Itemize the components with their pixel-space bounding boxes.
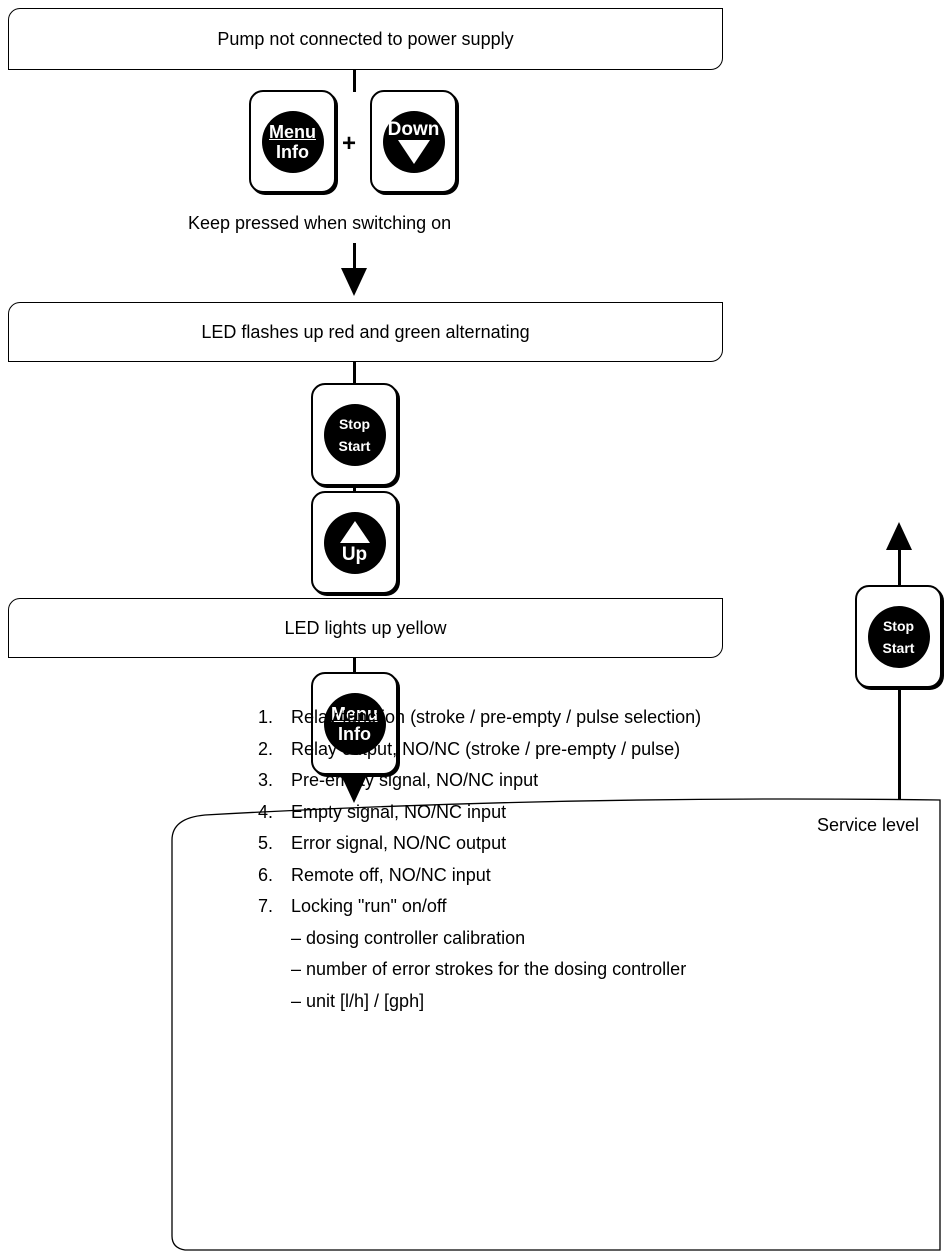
menu-item-number: 3.: [258, 770, 274, 790]
menu-info-key[interactable]: Menu Info: [249, 90, 336, 193]
menu-info-disc: Menu Info: [323, 692, 386, 755]
menu-item-text: Remote off, NO/NC input: [291, 864, 491, 885]
arrow-up-icon: [886, 522, 912, 550]
stop-start-key[interactable]: Stop Start: [311, 383, 398, 486]
submenu-list-item: – unit [l/h] / [gph]: [291, 990, 425, 1011]
key-label-menu: Menu: [269, 121, 316, 142]
service-submenu-list: – dosing controller calibration – number …: [291, 923, 686, 1018]
down-disc: Down: [382, 110, 445, 173]
state-box-label: Pump not connected to power supply: [217, 28, 514, 49]
key-label-info: Info: [276, 141, 309, 162]
down-key[interactable]: Down: [370, 90, 457, 193]
menu-info-disc: Menu Info: [261, 110, 324, 173]
menu-info-key-lower[interactable]: Menu Info: [311, 672, 398, 775]
key-label-start: Start: [338, 437, 371, 454]
key-label-down: Down: [387, 118, 440, 140]
menu-item-text: Locking "run" on/off: [291, 896, 447, 916]
menu-list-item: 1. Relay function (stroke / pre-empty / p…: [258, 702, 701, 734]
connector-line: [353, 70, 356, 92]
menu-item-number: 6.: [258, 864, 274, 885]
connector-line: [898, 548, 901, 586]
key-label-start: Start: [882, 639, 915, 656]
menu-list-item: 7. Locking "run" on/off: [258, 891, 701, 923]
menu-list-item: 5. Error signal, NO/NC output: [258, 828, 701, 860]
key-label-up: Up: [341, 543, 368, 565]
up-disc: Up: [323, 511, 386, 574]
service-level-label: Service level: [817, 815, 920, 835]
service-menu-list: 1. Relay function (stroke / pre-empty / p…: [258, 702, 701, 923]
key-label-menu: Menu: [331, 703, 378, 724]
state-box-label: LED flashes up red and green alternating: [201, 321, 530, 342]
submenu-list-item: – dosing controller calibration: [291, 927, 526, 948]
key-label-info: Info: [338, 723, 371, 744]
menu-item-number: 5.: [258, 833, 274, 853]
stop-start-disc: Stop Start: [323, 403, 386, 466]
submenu-list-item: – number of error strokes for the dosing…: [291, 959, 687, 979]
arrow-down-icon: [341, 775, 367, 803]
up-key[interactable]: Up: [311, 491, 398, 594]
connector-line: [353, 243, 356, 273]
down-arrow-icon: [397, 139, 430, 164]
menu-item-text: Relay output, NO/NC (stroke / pre-empty …: [291, 738, 681, 759]
state-box-led-yellow: LED lights up yellow: [8, 598, 723, 658]
key-label-stop: Stop: [882, 617, 915, 634]
plus-sign: +: [342, 130, 357, 157]
up-arrow-icon: [339, 520, 370, 543]
connector-line: [353, 658, 356, 674]
menu-item-text: Pre-empty signal, NO/NC input: [291, 770, 539, 790]
menu-item-text: Relay function (stroke / pre-empty / pul…: [291, 707, 702, 727]
key-label-stop: Stop: [338, 415, 371, 432]
menu-list-item: 4. Empty signal, NO/NC input: [258, 797, 701, 829]
connector-line: [353, 486, 356, 494]
arrow-down-icon: [341, 268, 367, 296]
menu-item-number: 1.: [258, 707, 274, 727]
state-box-power-off: Pump not connected to power supply: [8, 8, 723, 70]
state-box-led-flash: LED flashes up red and green alternating: [8, 302, 723, 362]
keep-pressed-label: Keep pressed when switching on: [188, 213, 452, 233]
menu-list-item: 6. Remote off, NO/NC input: [258, 860, 701, 892]
menu-item-number: 2.: [258, 738, 274, 759]
stop-start-disc: Stop Start: [867, 605, 930, 668]
stop-start-key-service[interactable]: Stop Start: [855, 585, 942, 688]
menu-list-item: 2. Relay output, NO/NC (stroke / pre-empt…: [258, 734, 701, 766]
menu-item-text: Empty signal, NO/NC input: [291, 801, 507, 822]
menu-list-item: 3. Pre-empty signal, NO/NC input: [258, 765, 701, 797]
menu-item-text: Error signal, NO/NC output: [291, 833, 507, 853]
menu-item-number: 7.: [258, 896, 274, 916]
connector-line: [353, 362, 356, 386]
state-box-label: LED lights up yellow: [284, 617, 447, 638]
connector-line: [898, 688, 901, 800]
menu-item-number: 4.: [258, 801, 274, 822]
